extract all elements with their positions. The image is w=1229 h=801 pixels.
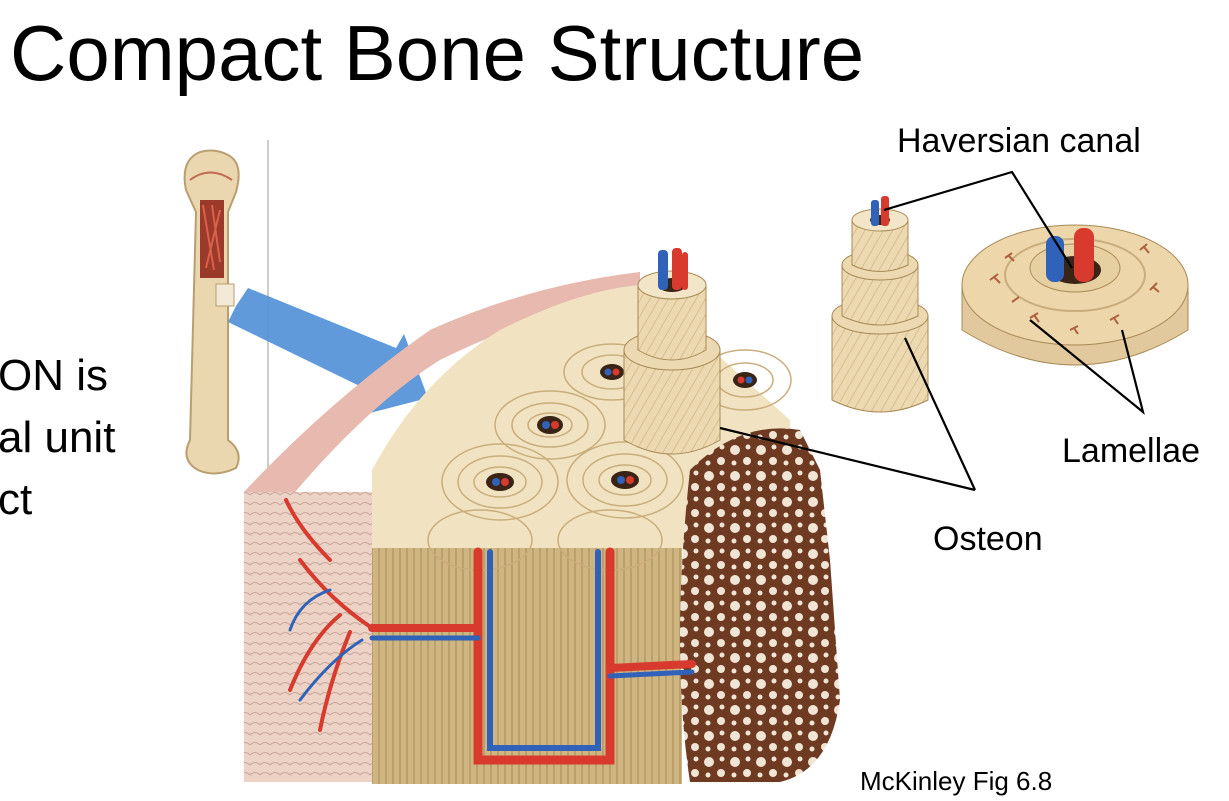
side-text-line: ct	[0, 475, 33, 524]
blood-vessels	[284, 498, 696, 765]
zoom-arrow-icon	[228, 288, 428, 414]
label-lamellae: Lamellae	[1062, 432, 1200, 470]
leader-lines	[719, 170, 1145, 492]
side-text-line: al unit	[0, 413, 116, 462]
long-bone-icon	[183, 149, 240, 475]
bone-section-illustration	[244, 248, 840, 784]
canal-openings	[486, 364, 757, 491]
figure-credit: McKinley Fig 6.8	[860, 766, 1053, 796]
side-text: ON is al unit ct	[0, 345, 115, 531]
side-text-line: ON is	[0, 351, 108, 400]
label-haversian-canal: Haversian canal	[897, 122, 1141, 160]
isolated-osteon-illustration	[831, 196, 929, 413]
protruding-osteon	[623, 248, 721, 455]
lamellae-ring-illustration	[961, 224, 1189, 366]
label-osteon: Osteon	[933, 520, 1043, 558]
slide-title: Compact Bone Structure	[10, 9, 865, 97]
